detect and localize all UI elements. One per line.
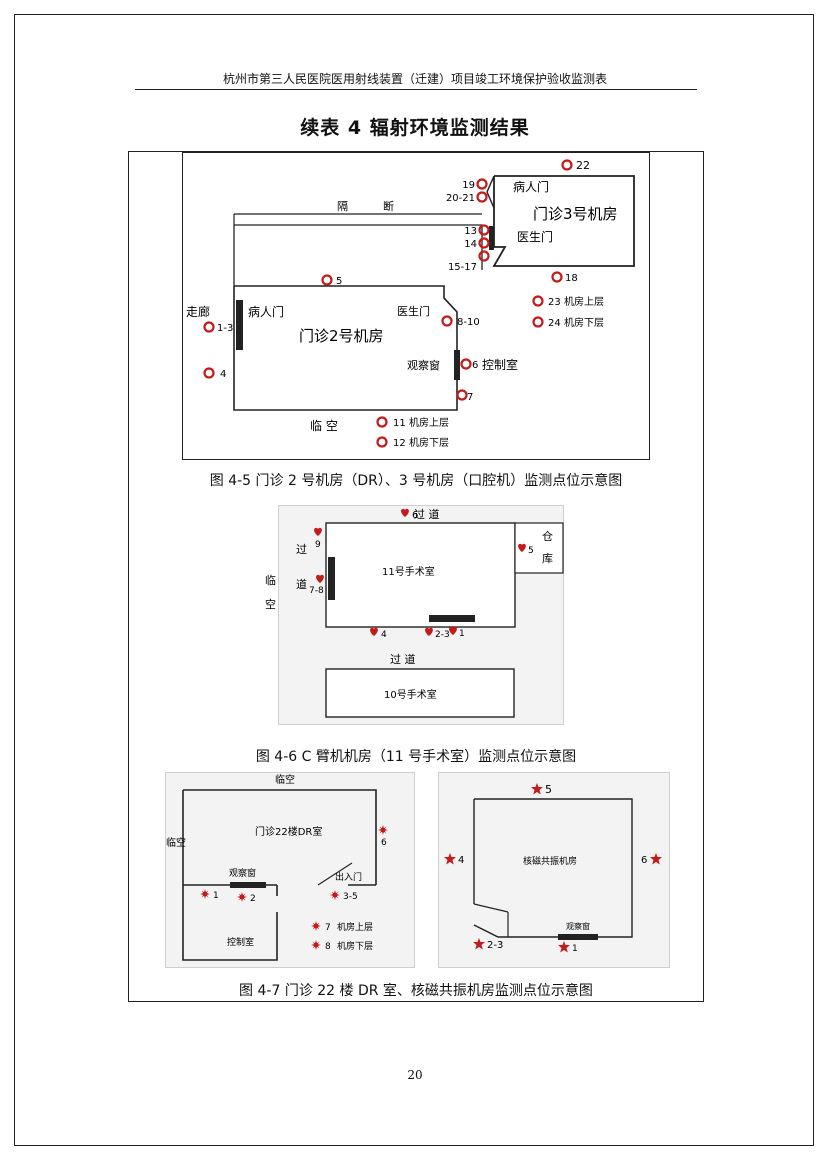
dr-room-label: 门诊22楼DR室 xyxy=(255,825,322,838)
figure-4-7-mri: 核磁共振机房 观察窗 5 4 6 2-3 1 xyxy=(438,772,670,968)
point-1-3: 1-3 xyxy=(217,323,233,334)
room-11-outline xyxy=(325,522,516,628)
dr-observation-window: 观察窗 xyxy=(229,867,256,879)
point-m2-3: 2-3 xyxy=(487,940,503,951)
point-14: 14 xyxy=(464,239,477,250)
outside-left-label: 临空 xyxy=(166,836,186,849)
patient-door-2 xyxy=(236,300,243,350)
point-18: 18 xyxy=(565,273,578,284)
point-4: 4 xyxy=(381,630,387,640)
entrance-label: 出入门 xyxy=(335,871,362,883)
room-3-label: 门诊3号机房 xyxy=(533,205,618,223)
point-9: 9 xyxy=(315,540,321,550)
point-1: 1 xyxy=(213,891,219,901)
point-m1: 1 xyxy=(572,944,578,954)
point-8-desc: 机房下层 xyxy=(337,940,373,952)
point-12: 12 xyxy=(393,438,406,449)
storage-label-1: 仓 xyxy=(542,529,553,543)
point-m6: 6 xyxy=(641,855,647,866)
storage-label-2: 库 xyxy=(542,552,553,565)
point-23: 23 xyxy=(548,297,561,308)
point-2-3: 2-3 xyxy=(435,630,450,640)
mri-observation-window: 观察窗 xyxy=(566,921,590,931)
point-m5: 5 xyxy=(545,783,552,796)
bottom-corridor-label: 过 道 xyxy=(390,652,416,666)
observation-window-2 xyxy=(454,350,460,380)
point-20-21: 20-21 xyxy=(446,193,475,204)
caption-4-7: 图 4-7 门诊 22 楼 DR 室、核磁共振机房监测点位示意图 xyxy=(239,983,593,999)
point-24: 24 xyxy=(548,318,561,329)
point-12-desc: 机房下层 xyxy=(409,436,449,449)
point-7-marker xyxy=(311,921,321,931)
point-24-desc: 机房下层 xyxy=(564,316,604,329)
control-room-label: 控制室 xyxy=(227,936,254,948)
outside-top-label: 临空 xyxy=(275,773,295,786)
point-11: 11 xyxy=(393,418,406,429)
point-19: 19 xyxy=(462,180,475,191)
left-corridor-1: 过 xyxy=(296,543,307,556)
figure-frame xyxy=(128,151,704,1002)
outside-label: 临 空 xyxy=(310,419,338,433)
page-number: 20 xyxy=(407,1068,423,1082)
header-rule xyxy=(135,89,697,90)
room-10-outline xyxy=(325,668,515,718)
partition-label-2: 断 xyxy=(383,199,394,213)
point-2: 2 xyxy=(250,894,256,904)
point-22: 22 xyxy=(576,159,590,172)
point-8: 8 xyxy=(325,942,331,952)
page-header: 杭州市第三人民医院医用射线装置（迁建）项目竣工环境保护验收监测表 xyxy=(222,72,607,86)
point-13: 13 xyxy=(464,226,477,237)
page-border xyxy=(14,14,814,1146)
point-8-marker xyxy=(311,940,321,950)
room-2-label: 门诊2号机房 xyxy=(299,327,384,345)
point-6: 6 xyxy=(412,510,418,521)
mri-room-label: 核磁共振机房 xyxy=(523,855,577,867)
point-6-marker xyxy=(378,825,388,835)
point-2-marker xyxy=(237,892,247,902)
point-11-desc: 机房上层 xyxy=(409,416,449,429)
table-title: 续表 4 辐射环境监测结果 xyxy=(300,117,530,139)
point-3-5: 3-5 xyxy=(343,892,358,902)
outside-label-2: 空 xyxy=(265,597,276,611)
point-3-5-marker xyxy=(330,890,340,900)
control-room-label: 控制室 xyxy=(482,357,518,372)
point-7-desc: 机房上层 xyxy=(337,921,373,933)
point-23-desc: 机房上层 xyxy=(564,295,604,308)
figure-4-5: 隔 断 门诊2号机房 病人门 医生门 观察窗 控制室 走廊 临 空 门诊3号机房… xyxy=(182,152,650,460)
figure-4-6: 11号手术室 仓 库 过 道 过 道 临 空 过 道 10号手术室 6 9 7-… xyxy=(265,505,564,725)
point-1-marker xyxy=(200,889,210,899)
point-5: 5 xyxy=(528,546,534,556)
point-7: 7 xyxy=(467,392,473,403)
point-4: 4 xyxy=(220,369,226,380)
point-7-8: 7-8 xyxy=(309,586,324,596)
doctor-door-3 xyxy=(489,226,494,250)
doctor-door-2-label: 医生门 xyxy=(397,304,430,318)
partition-label-1: 隔 xyxy=(337,200,348,213)
mri-room-outline xyxy=(473,798,633,938)
patient-door-3-label: 病人门 xyxy=(513,179,549,194)
left-corridor-2: 道 xyxy=(296,577,307,591)
caption-4-6: 图 4-6 C 臂机机房（11 号手术室）监测点位示意图 xyxy=(255,749,577,765)
patient-door-2-label: 病人门 xyxy=(248,304,284,319)
point-m4: 4 xyxy=(458,855,464,866)
doctor-door-3-label: 医生门 xyxy=(517,229,553,244)
point-8-10: 8-10 xyxy=(457,317,480,328)
corridor-label: 走廊 xyxy=(186,304,210,319)
room-10-label: 10号手术室 xyxy=(384,688,437,701)
outside-label-1: 临 xyxy=(265,573,276,587)
room-2-outline xyxy=(233,285,458,411)
point-6: 6 xyxy=(472,360,478,371)
point-1: 1 xyxy=(459,629,465,639)
top-corridor-label: 过 道 xyxy=(414,507,440,521)
point-15-17: 15-17 xyxy=(448,262,477,273)
point-5: 5 xyxy=(336,276,342,287)
point-7: 7 xyxy=(325,923,331,933)
figure-4-7-dr: 临空 临空 门诊22楼DR室 观察窗 出入门 控制室 1 2 3-5 6 7 机… xyxy=(165,772,415,968)
observation-window-label: 观察窗 xyxy=(407,358,440,372)
point-6: 6 xyxy=(381,838,387,848)
caption-4-5: 图 4-5 门诊 2 号机房（DR）、3 号机房（口腔机）监测点位示意图 xyxy=(209,473,623,489)
room-11-label: 11号手术室 xyxy=(382,565,435,578)
